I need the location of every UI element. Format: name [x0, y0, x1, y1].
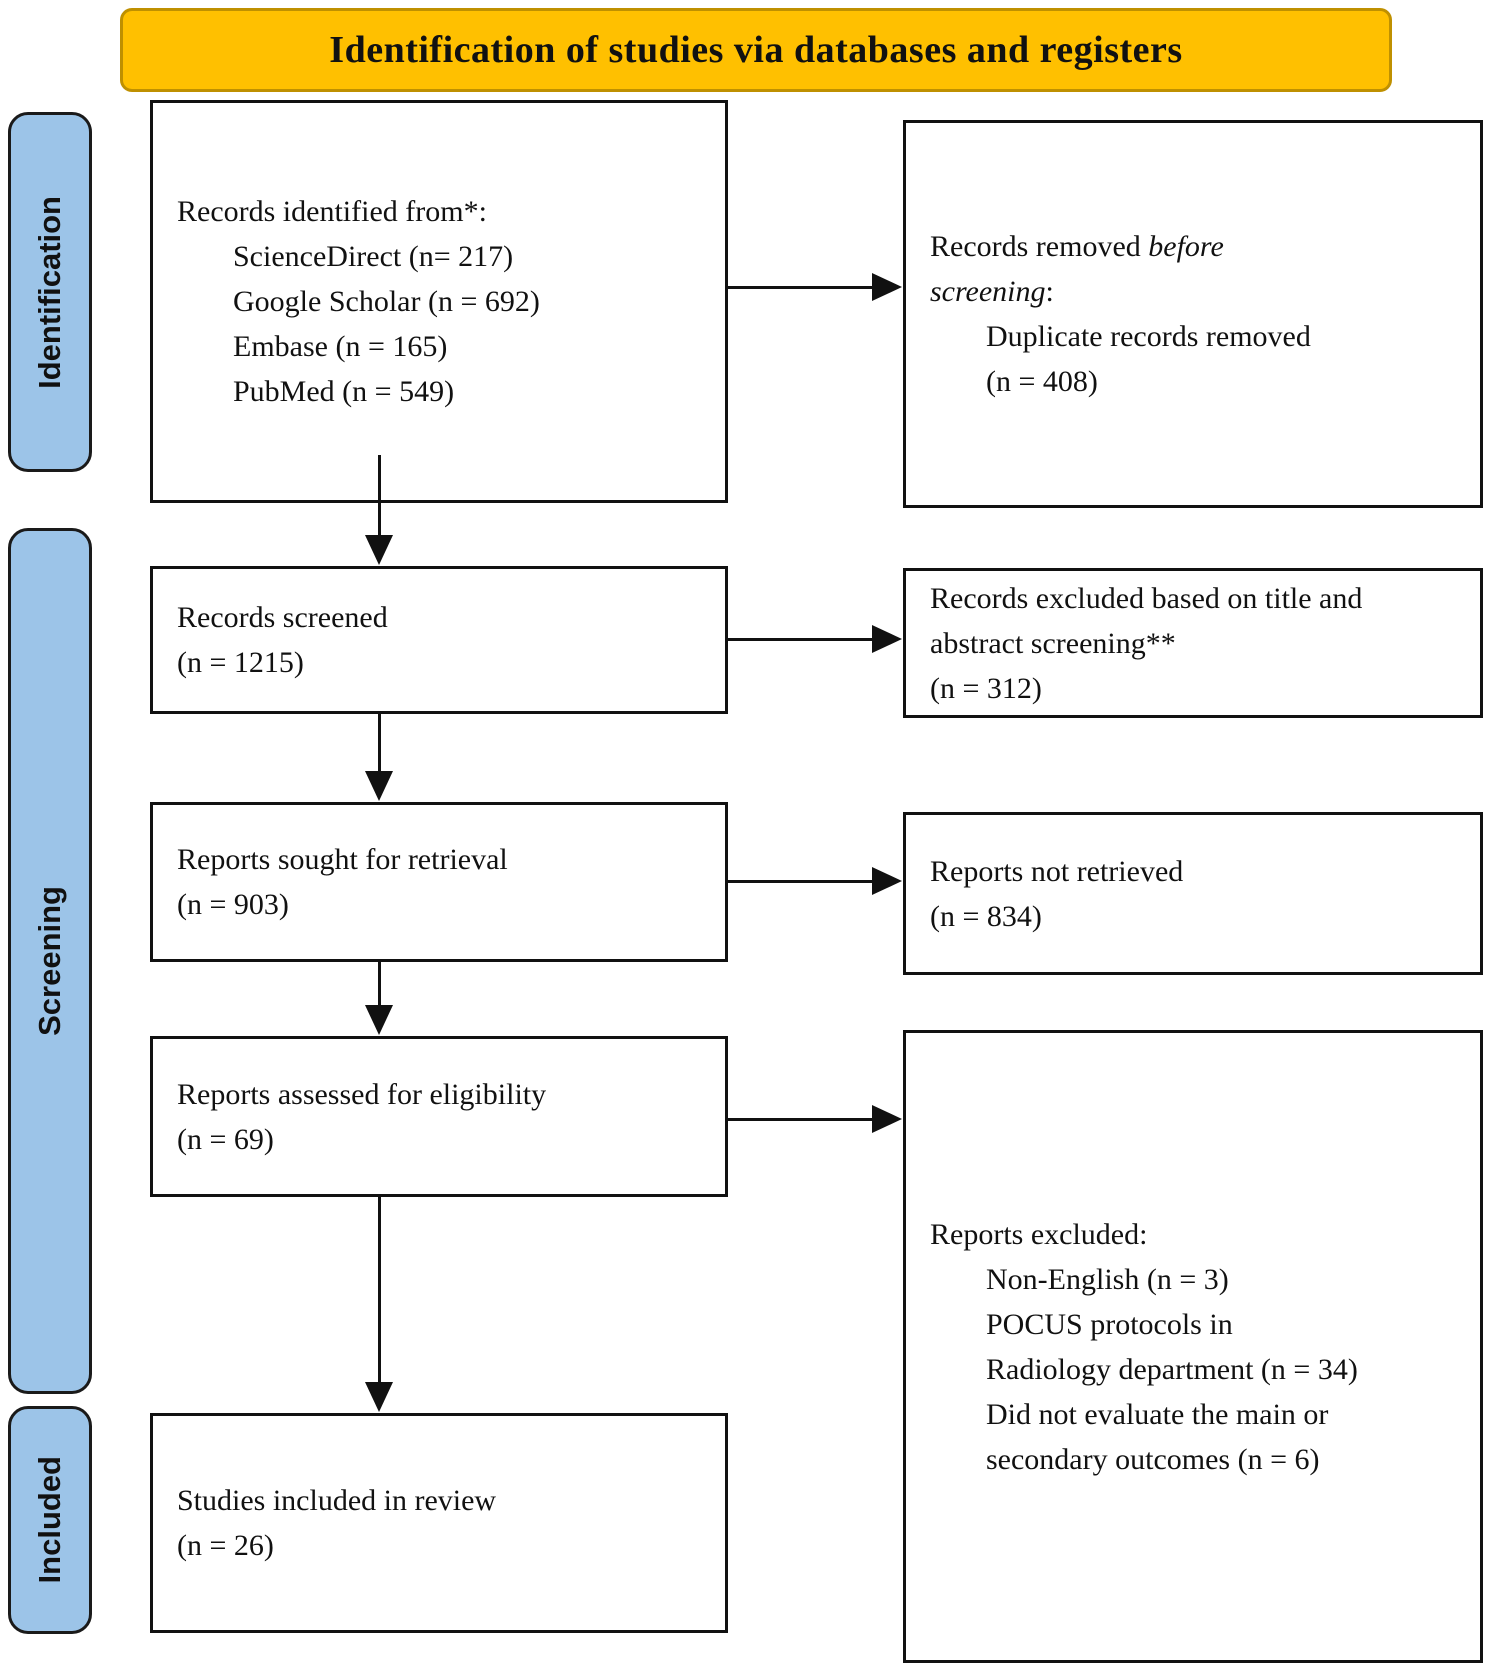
- studies-included-box: Studies included in review (n = 26): [150, 1413, 728, 1633]
- reports-assessed-count: (n = 69): [177, 1122, 274, 1156]
- reports-excluded-heading: Reports excluded:: [930, 1217, 1148, 1251]
- records-excluded-box: Records excluded based on title and abst…: [903, 568, 1483, 718]
- source-google-scholar: Google Scholar (n = 692): [233, 285, 540, 318]
- reports-sought-count: (n = 903): [177, 888, 289, 921]
- reports-not-retrieved-label: Reports not retrieved: [930, 854, 1184, 888]
- records-removed-heading-prefix: Records removed: [930, 230, 1149, 263]
- records-excluded-label: Records excluded based on title and abst…: [930, 581, 1363, 660]
- arrow-identified-to-removed: [728, 273, 902, 301]
- studies-included-label: Studies included in review: [177, 1484, 497, 1517]
- excluded-reason-pocus-radiology: POCUS protocols in Radiology department …: [986, 1307, 1358, 1386]
- stage-label-included: Included: [8, 1406, 92, 1634]
- arrow-sought-to-assessed: [365, 962, 393, 1035]
- reports-not-retrieved-count: (n = 834): [930, 899, 1042, 933]
- stage-label-identification-text: Identification: [32, 195, 67, 389]
- records-identified-box: Records identified from*: ScienceDirect …: [150, 100, 728, 503]
- reports-excluded-box: Reports excluded: Non-English (n = 3) PO…: [903, 1030, 1483, 1663]
- records-removed-box: Records removed before screening: Duplic…: [903, 120, 1483, 508]
- title-banner: Identification of studies via databases …: [120, 8, 1392, 92]
- arrow-screened-to-excluded: [728, 625, 902, 653]
- records-screened-box: Records screened (n = 1215): [150, 566, 728, 714]
- arrow-screened-to-sought: [365, 714, 393, 801]
- arrow-identified-to-screened: [365, 455, 393, 565]
- records-removed-heading-suffix: :: [1045, 275, 1054, 308]
- records-removed-heading: Records removed before screening:: [930, 224, 1350, 314]
- arrow-sought-to-not-retrieved: [728, 867, 902, 895]
- records-identified-heading: Records identified from*:: [177, 195, 487, 228]
- records-excluded-count: (n = 312): [930, 671, 1042, 705]
- studies-included-count: (n = 26): [177, 1529, 274, 1562]
- source-embase: Embase (n = 165): [233, 330, 448, 363]
- stage-label-identification: Identification: [8, 112, 92, 472]
- reports-assessed-label: Reports assessed for eligibility: [177, 1077, 547, 1111]
- reports-assessed-box: Reports assessed for eligibility (n = 69…: [150, 1036, 728, 1197]
- source-pubmed: PubMed (n = 549): [233, 375, 455, 408]
- duplicates-removed-count: (n = 408): [986, 365, 1098, 398]
- reports-not-retrieved-box: Reports not retrieved (n = 834): [903, 812, 1483, 975]
- diagram-title: Identification of studies via databases …: [329, 29, 1183, 71]
- arrow-assessed-to-reports-excluded: [728, 1105, 902, 1133]
- stage-label-screening: Screening: [8, 528, 92, 1394]
- records-screened-count: (n = 1215): [177, 646, 304, 679]
- excluded-reason-non-english: Non-English (n = 3): [986, 1262, 1229, 1296]
- reports-sought-label: Reports sought for retrieval: [177, 843, 508, 876]
- stage-label-included-text: Included: [32, 1456, 67, 1584]
- records-screened-label: Records screened: [177, 601, 388, 634]
- records-removed-heading-italic: before screening: [930, 230, 1224, 308]
- stage-label-screening-text: Screening: [32, 886, 67, 1036]
- arrow-assessed-to-included: [365, 1197, 393, 1412]
- duplicates-removed-label: Duplicate records removed: [986, 320, 1311, 353]
- source-sciencedirect: ScienceDirect (n= 217): [233, 240, 514, 273]
- reports-sought-box: Reports sought for retrieval (n = 903): [150, 802, 728, 962]
- excluded-reason-outcomes: Did not evaluate the main or secondary o…: [986, 1397, 1329, 1476]
